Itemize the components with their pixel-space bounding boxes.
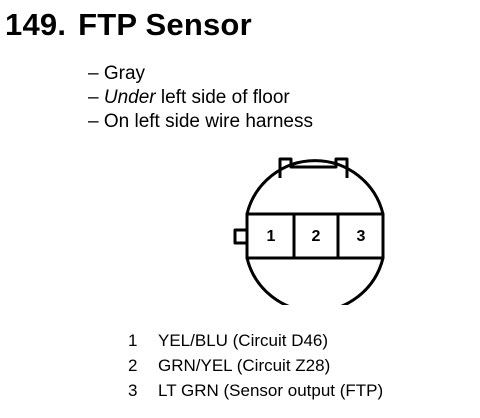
pin-row: 3 LT GRN (Sensor output (FTP) (128, 378, 383, 403)
pin-description: GRN/YEL (Circuit Z28) (158, 356, 331, 375)
pin-number: 3 (128, 381, 138, 400)
note-location-emphasis: Under (103, 87, 156, 108)
pin-row: 2 GRN/YEL (Circuit Z28) (128, 353, 383, 378)
cavity-label-1: 1 (267, 228, 276, 245)
pin-number: 2 (128, 356, 138, 375)
page-title: 149. FTP Sensor (5, 7, 252, 43)
cavity-label-2: 2 (312, 228, 321, 245)
connector-diagram: 1 2 3 (233, 157, 385, 305)
connector-lock-tab (278, 157, 349, 178)
cavity-label-3: 3 (357, 228, 366, 245)
note-color: Gray (88, 62, 313, 86)
pin-row: 1 YEL/BLU (Circuit D46) (128, 328, 383, 353)
note-harness: On left side wire harness (88, 110, 313, 134)
pin-number: 1 (128, 331, 138, 350)
note-location: Under left side of floor (88, 86, 313, 110)
component-name: FTP Sensor (78, 7, 252, 42)
pin-description: LT GRN (Sensor output (FTP) (158, 381, 384, 400)
component-notes: Gray Under left side of floor On left si… (88, 62, 313, 134)
section-number: 149. (5, 7, 67, 42)
connector-body (233, 159, 385, 305)
pin-legend: 1 YEL/BLU (Circuit D46) 2 GRN/YEL (Circuit… (128, 328, 383, 403)
cavity-row (245, 212, 385, 260)
pin-description: YEL/BLU (Circuit D46) (158, 331, 329, 350)
